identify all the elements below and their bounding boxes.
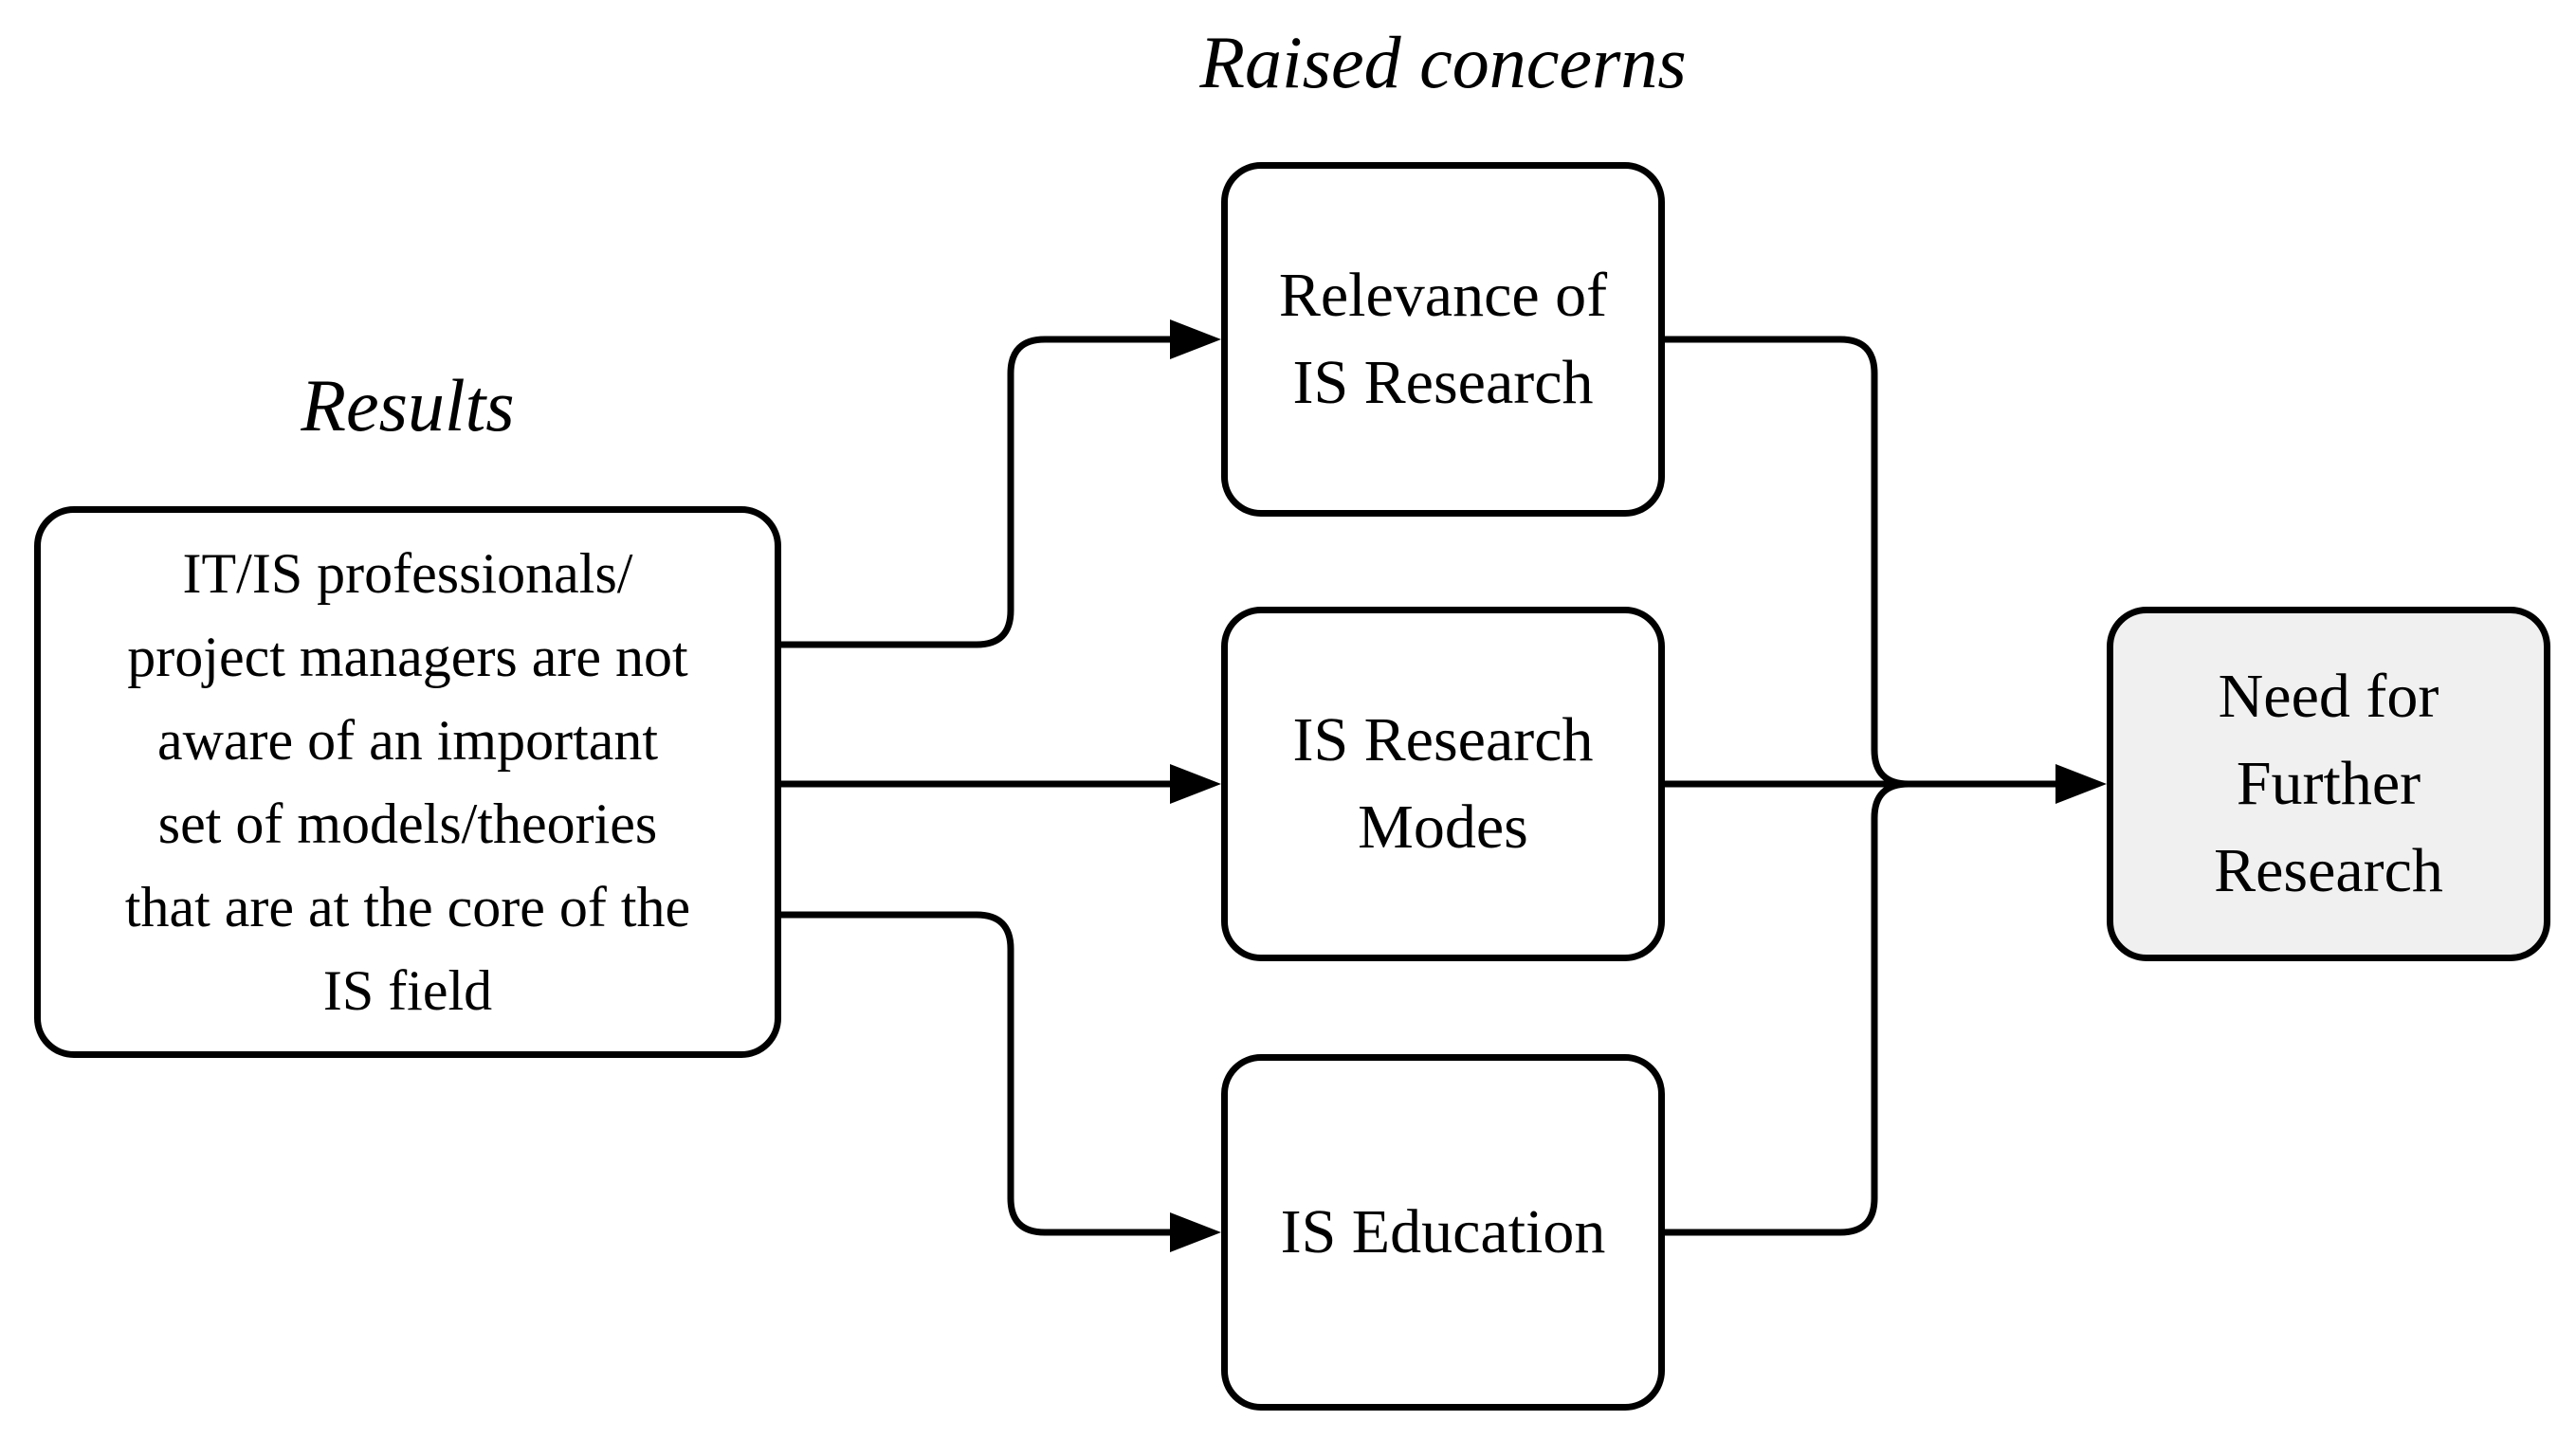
- node-relevance-text: Relevance of IS Research: [1278, 261, 1608, 417]
- raised-concerns-column-label: Raised concerns: [1199, 21, 1687, 103]
- connector-results-to-relevance: [781, 336, 1172, 648]
- node-is-education: IS Education: [1221, 1054, 1665, 1411]
- node-need-text: Need for Further Research: [2214, 662, 2443, 905]
- results-column-label: Results: [301, 364, 515, 446]
- node-results-finding-text: IT/IS professionals/ project managers ar…: [124, 542, 691, 1022]
- node-results-finding: IT/IS professionals/ project managers ar…: [34, 506, 781, 1058]
- connector-results-to-education: [781, 911, 1172, 1236]
- arrowhead-need-icon: [2055, 764, 2107, 804]
- connector-education-to-merge: [1665, 780, 1909, 1236]
- arrowhead-relevance-icon: [1170, 319, 1221, 359]
- node-education-text: IS Education: [1280, 1197, 1606, 1266]
- connector-relevance-to-merge: [1665, 336, 1909, 788]
- arrowhead-modes-icon: [1170, 764, 1221, 804]
- node-relevance-of-is-research: Relevance of IS Research: [1221, 162, 1665, 517]
- arrowhead-education-icon: [1170, 1212, 1221, 1252]
- node-modes-text: IS Research Modes: [1292, 705, 1594, 862]
- node-is-research-modes: IS Research Modes: [1221, 607, 1665, 961]
- node-need-for-further-research: Need for Further Research: [2107, 607, 2550, 961]
